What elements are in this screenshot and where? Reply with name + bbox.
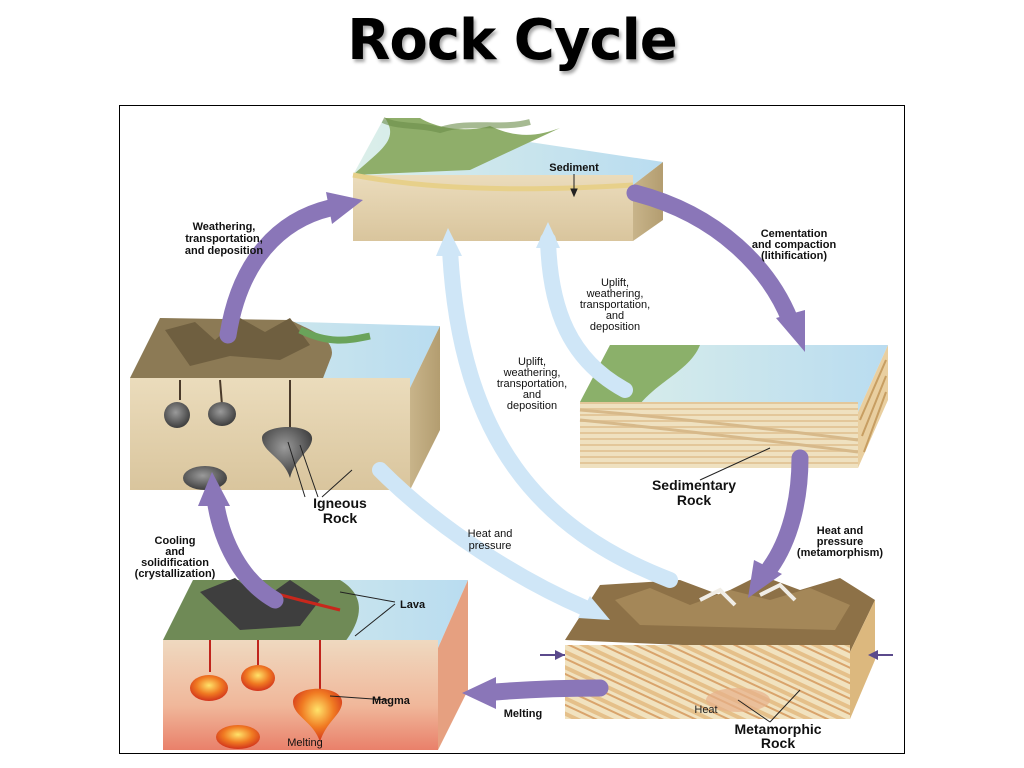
label-cementation-2: and compaction [752, 239, 837, 251]
sedimentary-block [579, 345, 888, 468]
label-uplift-a-1: Uplift, [601, 277, 629, 289]
arrowhead-sedimentary [776, 310, 805, 352]
bypass-arrowhead-sediment-b [436, 228, 462, 256]
label-uplift-a-3: transportation, [580, 299, 650, 311]
label-heat-meta-1: Heat and [817, 525, 863, 537]
label-uplift-b-2: weathering, [503, 367, 561, 379]
label-melting-arrow: Melting [504, 708, 543, 720]
arrow-metamorphic-to-magma [486, 679, 609, 701]
label-melting-block: Melting [287, 737, 322, 749]
label-cooling-4: (crystallization) [135, 568, 216, 580]
bypass-arrow-sedimentary-to-sediment [540, 232, 633, 398]
label-uplift-b-4: and [523, 389, 541, 401]
bypass-arrow-igneous-to-metamorphic [372, 462, 593, 616]
bypass-arrowhead-sediment-a [536, 222, 560, 248]
label-sedimentary-2: Rock [677, 492, 711, 508]
magma-block [163, 578, 468, 750]
label-sediment: Sediment [549, 162, 599, 174]
bypass-arrow-metamorphic-to-sediment [442, 242, 678, 588]
label-heat-pressure-2: pressure [469, 540, 512, 552]
label-weathering-2: transportation, [185, 233, 263, 245]
label-heat: Heat [694, 704, 717, 716]
sediment-block [352, 117, 663, 241]
label-metamorphic-2: Rock [761, 735, 795, 751]
arrow-sedimentary-to-metamorphic [761, 449, 809, 577]
label-uplift-b-5: deposition [507, 400, 557, 412]
label-igneous-1: Igneous [313, 495, 367, 511]
label-uplift-a-4: and [606, 310, 624, 322]
arrowhead-magma [462, 677, 496, 709]
label-cementation-1: Cementation [761, 228, 828, 240]
diagram-labels: Sediment Weathering, transportation, and… [135, 162, 884, 751]
label-uplift-a-5: deposition [590, 321, 640, 333]
label-heat-pressure-1: Heat and [468, 528, 513, 540]
arrow-igneous-to-sediment [219, 199, 339, 344]
label-uplift-b-3: transportation, [497, 378, 567, 390]
label-lava: Lava [400, 599, 426, 611]
page-title: Rock Cycle [347, 8, 678, 73]
bypass-arrows [372, 222, 678, 620]
label-cooling-1: Cooling [155, 535, 196, 547]
leader-lines [287, 174, 801, 723]
label-weathering-1: Weathering, [193, 221, 256, 233]
label-cementation-3: (lithification) [761, 250, 827, 262]
metamorphic-block [540, 575, 893, 719]
label-heat-meta-2: pressure [817, 536, 863, 548]
bypass-arrowhead-metamorphic [578, 596, 610, 620]
cycle-arrows [198, 184, 809, 709]
arrow-sediment-to-sedimentary [626, 184, 799, 329]
igneous-block [130, 318, 440, 490]
label-uplift-b-1: Uplift, [518, 356, 546, 368]
label-metamorphic-1: Metamorphic [734, 721, 821, 737]
label-magma: Magma [372, 695, 411, 707]
arrowhead-sediment [326, 192, 363, 224]
label-weathering-3: and deposition [185, 245, 264, 257]
label-sedimentary-1: Sedimentary [652, 477, 736, 493]
label-cooling-3: solidification [141, 557, 209, 569]
arrowhead-igneous [198, 472, 230, 506]
label-heat-meta-3: (metamorphism) [797, 547, 884, 559]
label-uplift-a-2: weathering, [586, 288, 644, 300]
arrow-magma-to-igneous [207, 496, 284, 609]
arrowhead-metamorphic [748, 560, 782, 598]
label-igneous-2: Rock [323, 510, 357, 526]
label-cooling-2: and [165, 546, 185, 558]
